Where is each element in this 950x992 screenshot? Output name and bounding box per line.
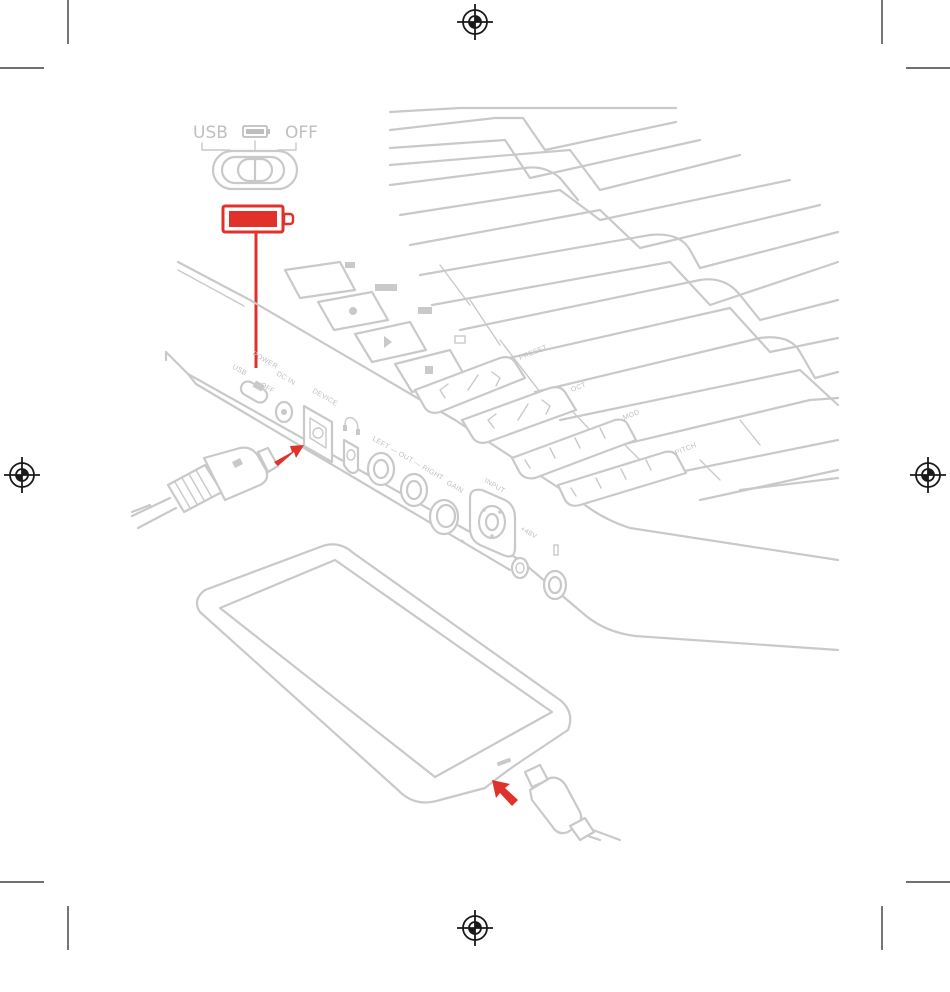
gain-knob [430,500,466,544]
headphone-jack [344,440,358,473]
panel-usb-label: USB [231,364,248,378]
registration-mark-left [4,457,40,493]
arrow-up-left-icon [492,780,518,806]
preset-label: PRESET [518,344,549,362]
pitch-label: PITCH [674,442,697,457]
power-cable [132,448,278,528]
battery-full-icon [223,206,293,232]
arrow-right-icon [274,445,304,466]
mod-label: MOD [622,409,641,422]
combo-input-jack [470,490,515,557]
phantom-label: +48V [519,526,538,541]
switch-usb-label: USB [193,123,228,143]
switch-off-label: OFF [285,123,318,143]
gain-label: GAIN [445,480,464,495]
registration-mark-bottom [457,910,493,946]
dc-in-jack [276,402,292,422]
sustain-jack [544,571,566,599]
power-slide-switch[interactable] [213,151,297,189]
dc-in-label: DC IN [275,371,296,387]
headphones-icon [343,418,360,435]
out-left-jack [368,453,394,485]
registration-mark-top [457,4,493,40]
power-switch-callout: USB OFF [193,123,318,368]
phantom-button [512,558,528,578]
out-right-jack [401,474,427,506]
device-label: DEVICE [311,388,339,408]
usb-c-cable [525,765,620,840]
battery-icon [243,126,270,137]
registration-mark-right [910,457,946,493]
device-port [304,406,332,462]
